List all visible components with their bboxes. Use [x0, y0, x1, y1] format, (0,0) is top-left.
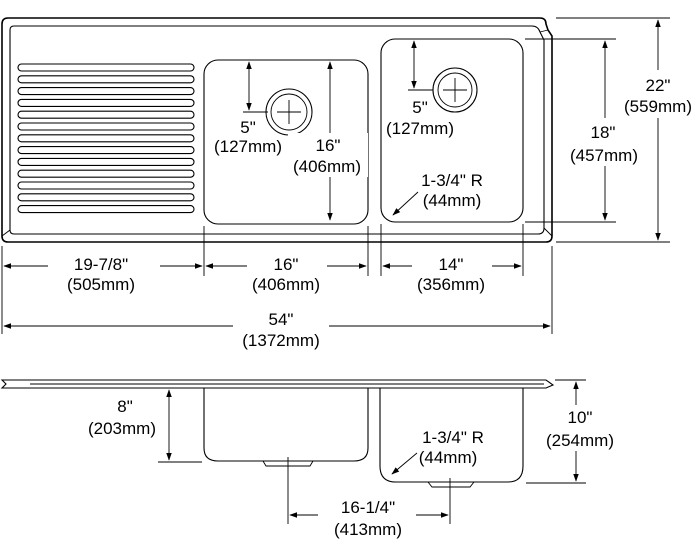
plan-view: 5" (127mm) 16" (406mm) 5" (127mm) 1-3/4"… [1, 17, 700, 352]
drainboard-ribs [17, 63, 195, 214]
drainboard-rib [17, 98, 195, 107]
drainboard-rib [17, 63, 195, 72]
left-bowl-width-metric: (406mm) [252, 275, 320, 294]
left-bowl-depth-metric: (406mm) [293, 157, 361, 176]
right-bowl-width-metric: (356mm) [417, 275, 485, 294]
section-rim [0, 379, 555, 389]
right-bowl-outline [380, 38, 524, 223]
drainboard-rib [17, 134, 195, 143]
section-left-bowl [203, 388, 369, 462]
drainboard-rib [17, 87, 195, 96]
overall-width-imperial: 22" [646, 76, 671, 95]
overall-length-imperial: 54" [269, 310, 294, 329]
right-bowl-depth-imperial: 18" [591, 123, 616, 142]
drainboard-rib [17, 181, 195, 190]
left-bowl-height-metric: (203mm) [88, 419, 156, 438]
overall-width-metric: (559mm) [624, 97, 692, 116]
drain-spacing-imperial: 16-1/4" [341, 498, 395, 517]
section-corner-radius-metric: (44mm) [419, 448, 478, 467]
drain-spacing-metric: (413mm) [334, 520, 402, 539]
left-drain-icon [265, 88, 313, 136]
drainboard-rib [17, 122, 195, 131]
left-bowl-depth-imperial: 16" [316, 136, 341, 155]
section-view: 8" (203mm) 10" (254mm) 1-3/4" R (44mm) 1… [0, 379, 622, 542]
sink-deck-edge [9, 25, 545, 235]
overall-length-metric: (1372mm) [242, 331, 319, 350]
section-corner-radius-imperial: 1-3/4" R [422, 428, 484, 447]
drainboard-rib [17, 146, 195, 155]
drainboard-rib [17, 110, 195, 119]
left-drain-offset-imperial: 5" [240, 118, 256, 137]
plan-corner-radius-imperial: 1-3/4" R [421, 171, 483, 190]
left-drain-offset-metric: (127mm) [214, 137, 282, 156]
left-bowl-height-imperial: 8" [117, 397, 133, 416]
drainboard-rib [17, 157, 195, 166]
section-right-bowl [379, 388, 524, 483]
plan-corner-radius-metric: (44mm) [423, 191, 482, 210]
sink-outer-rim [1, 17, 553, 243]
right-bowl-height-imperial: 10" [568, 408, 593, 427]
drainboard-width-metric: (505mm) [67, 275, 135, 294]
right-bowl-height-metric: (254mm) [546, 431, 614, 450]
left-bowl-width-imperial: 16" [274, 255, 299, 274]
right-bowl-depth-metric: (457mm) [570, 146, 638, 165]
drainboard-rib [17, 169, 195, 178]
drainboard-rib [17, 193, 195, 202]
drainboard-width-imperial: 19-7/8" [74, 255, 128, 274]
right-drain-icon [432, 67, 478, 113]
drainboard-rib [17, 205, 195, 214]
drainboard-rib [17, 75, 195, 84]
right-bowl-width-imperial: 14" [439, 255, 464, 274]
right-drain-offset-imperial: 5" [412, 98, 428, 117]
right-drain-offset-metric: (127mm) [386, 119, 454, 138]
